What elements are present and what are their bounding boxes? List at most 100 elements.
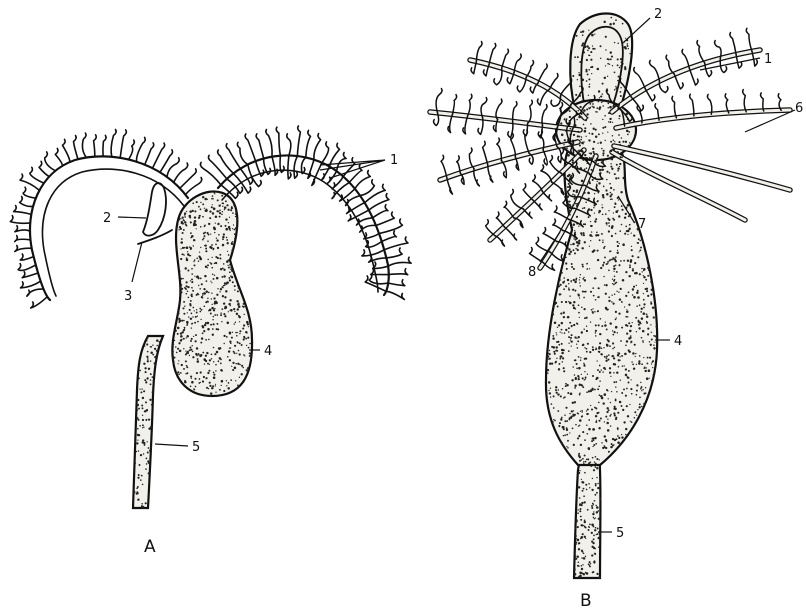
stipple-dot	[620, 379, 621, 380]
stipple-dot	[610, 150, 613, 153]
stipple-dot	[586, 167, 588, 169]
stipple-dot	[578, 561, 580, 563]
stipple-dot	[638, 320, 640, 322]
stipple-dot	[250, 354, 253, 357]
stipple-dot	[607, 429, 610, 432]
stipple-dot	[141, 388, 142, 389]
stipple-dot	[603, 262, 605, 264]
stipple-dot	[578, 435, 580, 437]
stipple-dot	[177, 348, 179, 350]
a-label-3: 3	[124, 289, 132, 304]
stipple-dot	[231, 207, 233, 209]
stipple-dot	[609, 23, 612, 26]
stipple-dot	[137, 404, 139, 406]
stipple-dot	[634, 417, 636, 419]
stipple-dot	[600, 318, 602, 320]
stipple-dot	[208, 223, 210, 225]
stipple-dot	[590, 321, 591, 322]
pinnule	[63, 139, 71, 162]
stipple-dot	[636, 414, 637, 415]
stipple-dot	[181, 288, 183, 290]
stipple-dot	[222, 286, 224, 288]
stipple-dot	[599, 459, 600, 460]
stipple-dot	[209, 385, 211, 387]
stipple-dot	[247, 367, 249, 369]
stipple-dot	[561, 417, 563, 419]
stipple-dot	[239, 321, 240, 322]
stipple-dot	[138, 434, 140, 436]
stipple-dot	[612, 279, 613, 280]
stipple-dot	[137, 477, 139, 479]
stipple-dot	[627, 316, 628, 317]
stipple-dot	[573, 249, 575, 251]
stipple-dot	[628, 131, 630, 133]
pinnule	[538, 64, 547, 83]
stipple-dot	[248, 347, 250, 349]
stipple-dot	[574, 281, 576, 283]
stipple-dot	[578, 242, 581, 245]
stipple-dot	[633, 296, 636, 299]
stipple-dot	[243, 338, 245, 340]
stipple-dot	[585, 538, 586, 539]
stipple-dot	[603, 247, 605, 249]
pinnule	[682, 49, 689, 68]
stipple-dot	[635, 356, 636, 357]
stipple-dot	[183, 368, 185, 370]
stipple-dot	[549, 358, 551, 360]
stipple-dot	[584, 223, 586, 225]
stipple-dot	[207, 232, 209, 234]
stipple-dot	[547, 355, 550, 358]
pinnule	[20, 174, 39, 190]
stipple-dot	[624, 306, 625, 307]
stipple-dot	[579, 106, 581, 108]
stipple-dot	[604, 256, 606, 258]
stipple-dot	[187, 269, 189, 271]
stipple-dot	[612, 330, 613, 331]
stipple-dot	[561, 272, 563, 274]
stipple-dot	[177, 312, 179, 314]
stipple-dot	[147, 451, 149, 453]
stipple-dot	[646, 322, 648, 324]
pinnule	[715, 41, 722, 59]
stipple-dot	[236, 313, 238, 315]
stipple-dot	[577, 79, 578, 80]
stipple-dot	[575, 308, 576, 309]
stipple-dot	[635, 353, 636, 354]
stipple-dot	[564, 434, 566, 436]
pinnule	[31, 297, 48, 308]
stipple-dot	[610, 51, 612, 53]
stipple-dot	[589, 84, 591, 86]
pinnule	[514, 54, 521, 72]
pinnule	[266, 130, 272, 157]
stipple-dot	[581, 415, 583, 417]
stipple-dot	[621, 209, 623, 211]
stipple-dot	[584, 536, 586, 538]
stipple-dot	[601, 397, 604, 400]
stipple-dot	[590, 465, 592, 467]
a-label-2: 2	[103, 211, 111, 226]
stipple-dot	[588, 529, 590, 531]
stipple-dot	[628, 322, 630, 324]
stipple-dot	[226, 380, 227, 381]
stipple-dot	[629, 264, 631, 266]
stipple-dot	[586, 326, 587, 327]
stipple-dot	[577, 131, 579, 133]
stipple-dot	[581, 136, 583, 138]
stipple-dot	[613, 212, 614, 213]
stipple-dot	[223, 313, 225, 315]
stipple-dot	[618, 366, 620, 368]
stipple-dot	[187, 251, 188, 252]
stipple-dot	[625, 428, 627, 430]
stipple-dot	[215, 223, 216, 224]
stipple-dot	[634, 262, 636, 264]
stipple-dot	[632, 269, 634, 271]
stipple-dot	[184, 267, 186, 269]
stipple-dot	[183, 301, 185, 303]
stipple-dot	[625, 226, 627, 228]
stipple-dot	[563, 426, 565, 428]
stipple-dot	[590, 390, 592, 392]
stipple-dot	[620, 340, 622, 342]
stipple-dot	[549, 392, 551, 394]
stipple-dot	[235, 380, 236, 381]
pinnule	[337, 153, 347, 172]
